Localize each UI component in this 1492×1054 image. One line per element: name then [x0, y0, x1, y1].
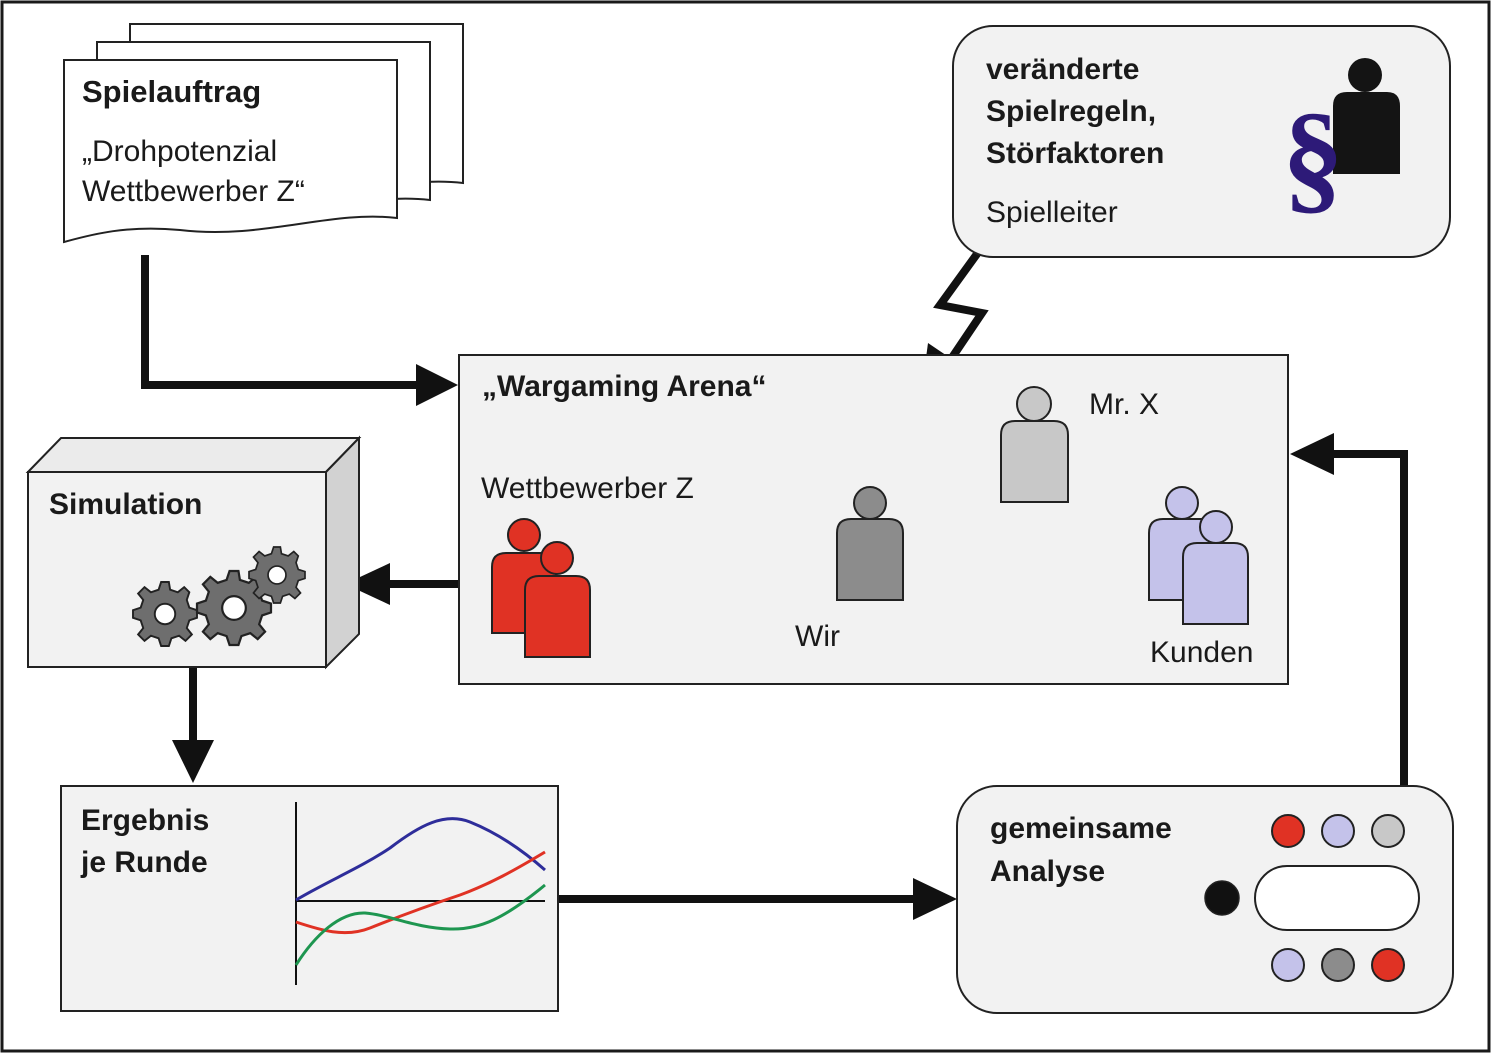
- paragraph-icon: §: [1282, 88, 1344, 225]
- mini-chart-red-line: [295, 850, 546, 935]
- seat-lavender: [1271, 948, 1305, 982]
- arrow-analyse-to-arena: [1330, 450, 1408, 785]
- connectors: [141, 233, 1408, 920]
- wir-label: Wir: [795, 620, 840, 653]
- table-shape: [1254, 865, 1420, 931]
- arena-title: „Wargaming Arena“: [482, 370, 767, 403]
- spielleiter-box: [952, 25, 1451, 258]
- seat-red: [1271, 814, 1305, 848]
- arrow-spielauftrag-to-arena: [141, 255, 420, 389]
- lightning-arrow-spielleiter: [933, 233, 994, 368]
- spielauftrag-line1: „Drohpotenzial: [82, 135, 278, 168]
- ergebnis-title-line2: je Runde: [81, 846, 208, 879]
- ergebnis-mini-chart: [294, 802, 546, 985]
- spielauftrag-documents: [63, 23, 464, 244]
- seat-grey: [1321, 948, 1355, 982]
- spielleiter-title-line2: Spielregeln,: [986, 95, 1157, 128]
- mini-chart-green-line: [294, 883, 546, 966]
- spielauftrag-line2: Wettbewerber Z“: [82, 175, 305, 208]
- spielleiter-label: Spielleiter: [986, 196, 1118, 229]
- wettbewerber-z-persons-icon: [491, 518, 591, 658]
- simulation-title: Simulation: [49, 488, 203, 521]
- kunden-persons-icon: [1148, 486, 1249, 625]
- spielauftrag-title: Spielauftrag: [82, 74, 262, 109]
- spielleiter-title-line3: Störfaktoren: [986, 137, 1165, 170]
- analyse-title-line1: gemeinsame: [990, 812, 1172, 845]
- seat-red: [1371, 948, 1405, 982]
- mini-chart-blue-line: [295, 817, 546, 902]
- simulation-box: [25, 435, 362, 670]
- analyse-table-icon: [1204, 814, 1420, 982]
- spielleiter-title-line1: veränderte: [986, 53, 1140, 86]
- spielleiter-person-icon: [1333, 58, 1400, 174]
- wir-person-icon: [836, 486, 904, 601]
- seat-light-grey: [1371, 814, 1405, 848]
- ergebnis-title-line1: Ergebnis: [81, 804, 210, 837]
- mrx-person-icon: [1000, 386, 1069, 503]
- wettbewerber-z-label: Wettbewerber Z: [481, 472, 694, 505]
- analyse-title-line2: Analyse: [990, 855, 1106, 888]
- seat-black: [1204, 880, 1240, 916]
- mrx-label: Mr. X: [1089, 388, 1160, 421]
- kunden-label: Kunden: [1150, 636, 1254, 669]
- seat-lavender: [1321, 814, 1355, 848]
